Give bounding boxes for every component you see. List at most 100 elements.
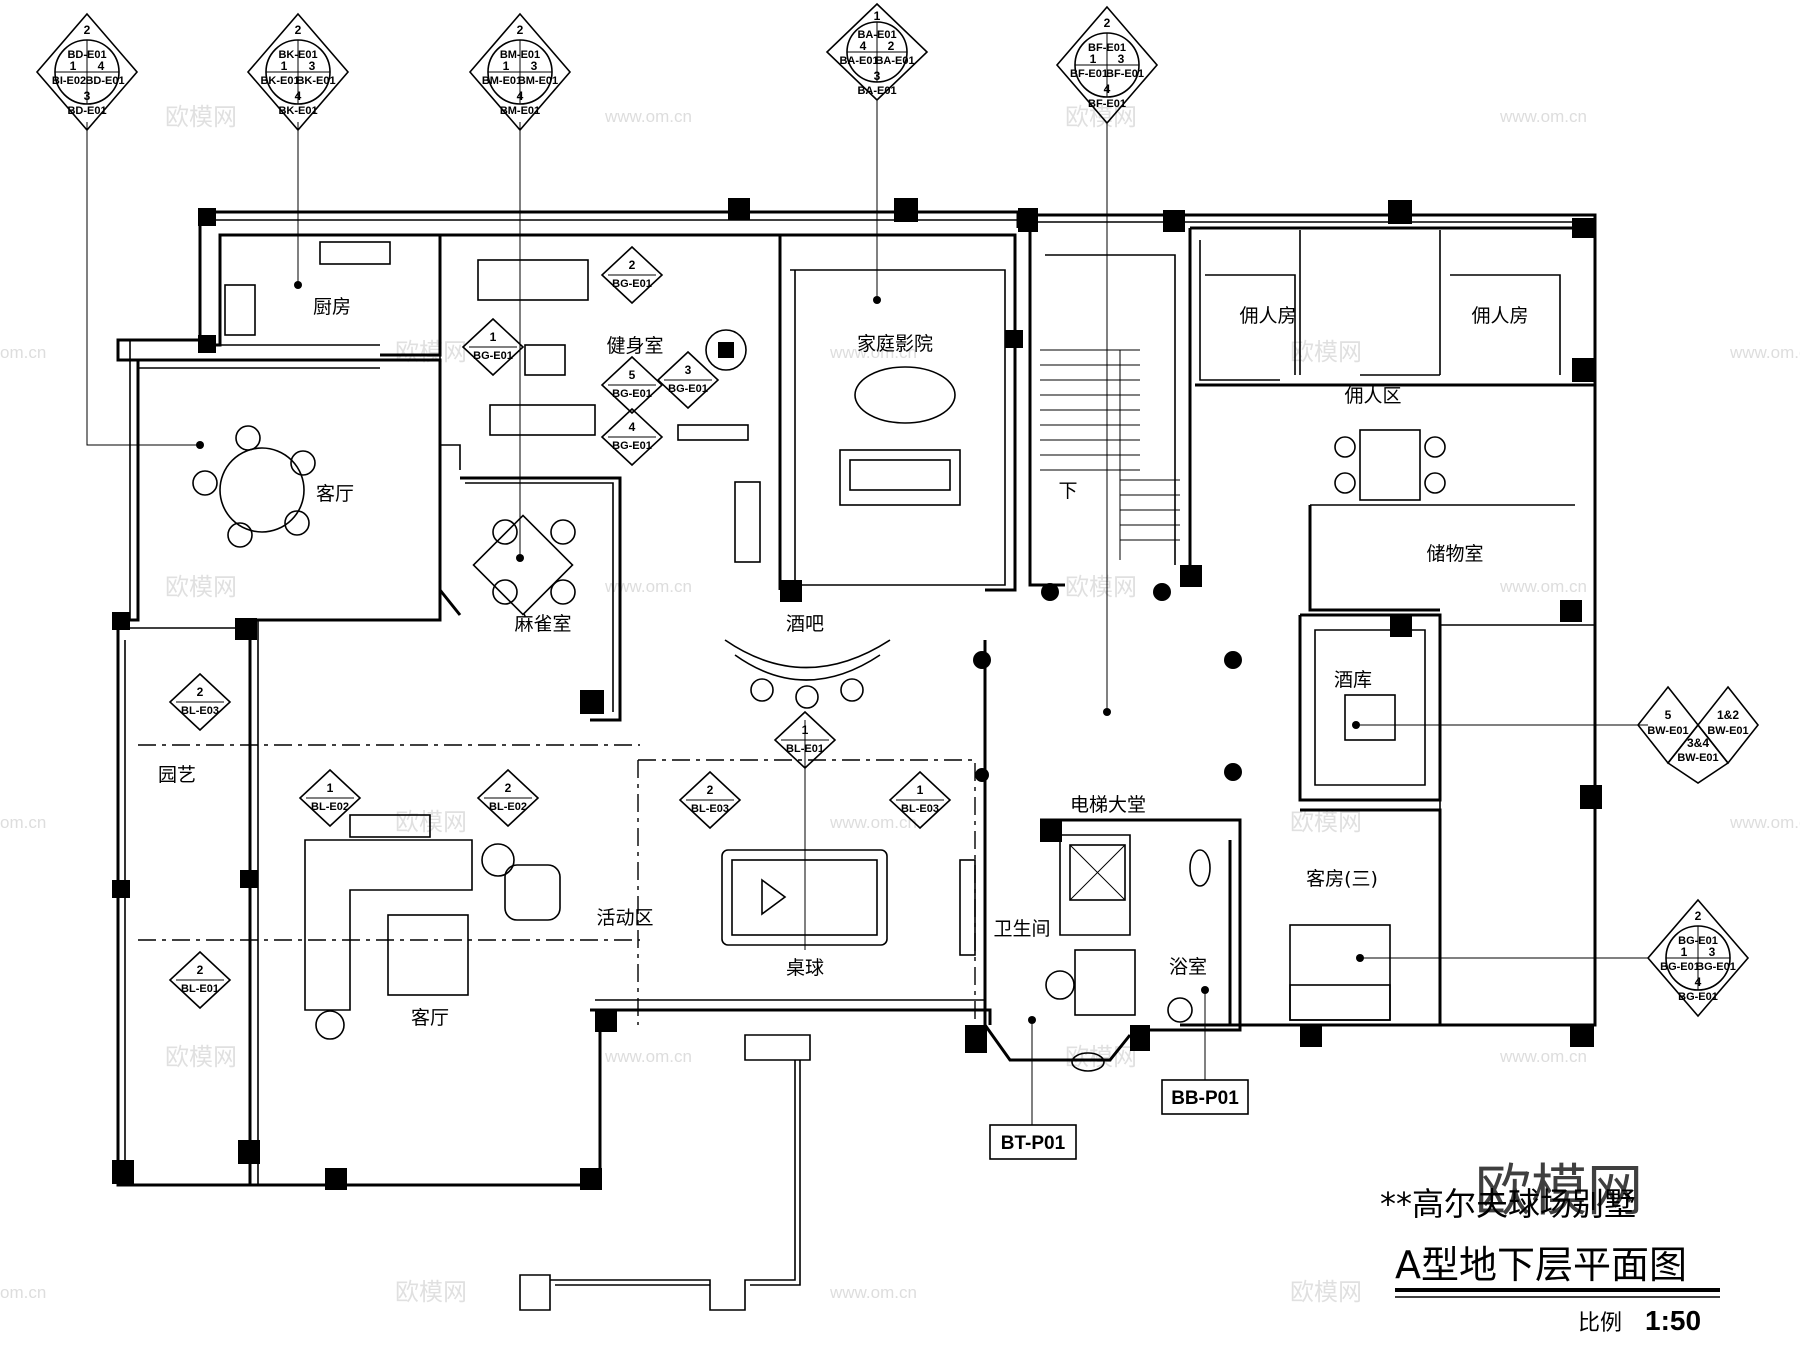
room-label-gym: 健身室 — [606, 335, 663, 357]
elevation-marker-single: 2 BL-E02 — [476, 768, 540, 828]
scale-value: 1:50 — [1645, 1305, 1701, 1336]
svg-text:3: 3 — [685, 363, 692, 377]
elevation-marker-single: 2 BL-E01 — [168, 950, 232, 1010]
svg-text:3: 3 — [531, 59, 538, 73]
svg-text:1: 1 — [327, 781, 334, 795]
svg-text:5: 5 — [629, 368, 636, 382]
elevation-marker-ba: 1 BA-E01 4 BA-E01 2 BA-E01 3 BA-E01 — [825, 2, 929, 102]
svg-text:1: 1 — [1681, 945, 1688, 959]
svg-text:BW-E01: BW-E01 — [1677, 752, 1718, 764]
svg-text:3: 3 — [874, 69, 881, 83]
svg-text:BA-E01: BA-E01 — [857, 85, 896, 97]
svg-text:1: 1 — [917, 783, 924, 797]
svg-text:3: 3 — [1709, 945, 1716, 959]
svg-text:BK-E01: BK-E01 — [296, 75, 335, 87]
room-label-bar: 酒吧 — [786, 613, 824, 635]
svg-text:BF-E01: BF-E01 — [1088, 42, 1126, 54]
elevation-marker-bg-guest: 2 BG-E01 1 BG-E01 3 BG-E01 4 BG-E01 — [1646, 898, 1750, 1018]
watermark-logo: 欧模网 — [395, 808, 467, 836]
watermark-logo: 欧模网 — [165, 1043, 237, 1071]
watermark-url: www.om.cn — [1499, 577, 1587, 596]
structural-columns — [112, 198, 1602, 1190]
svg-text:4: 4 — [1104, 82, 1111, 96]
svg-text:BF-E01: BF-E01 — [1070, 68, 1108, 80]
room-label-kitchen: 厨房 — [313, 296, 351, 318]
elevation-marker-bm: 2 BM-E01 1 BM-E01 3 BM-E01 4 BM-E01 — [468, 12, 572, 132]
svg-text:1: 1 — [490, 330, 497, 344]
svg-text:5: 5 — [1665, 708, 1672, 722]
svg-text:BL-E03: BL-E03 — [901, 803, 939, 815]
watermark-url: www.om.cn — [604, 577, 692, 596]
svg-text:2: 2 — [629, 258, 636, 272]
elevation-marker-bw: 5 BW-E01 1&2 BW-E01 3&4 BW-E01 — [1636, 685, 1760, 784]
svg-text:4: 4 — [1695, 975, 1702, 989]
elevation-marker-single: 5 BG-E01 — [600, 355, 664, 415]
svg-text:4: 4 — [98, 59, 105, 73]
svg-text:2: 2 — [707, 783, 714, 797]
svg-text:BK-E01: BK-E01 — [260, 75, 299, 87]
svg-text:BI-E02: BI-E02 — [52, 75, 86, 87]
watermark-url: www.om.cn — [829, 343, 917, 362]
elevation-marker-single: 2 BL-E03 — [678, 770, 742, 830]
room-label-servant-room-right: 佣人房 — [1471, 305, 1528, 327]
svg-text:BG-E01: BG-E01 — [612, 278, 652, 290]
room-label-storage: 储物室 — [1426, 543, 1483, 565]
svg-text:BD-E01: BD-E01 — [85, 75, 124, 87]
svg-text:4: 4 — [295, 89, 302, 103]
room-label-living-room-upper: 客厅 — [316, 483, 354, 505]
svg-text:4: 4 — [629, 420, 636, 434]
svg-text:BM-E01: BM-E01 — [482, 75, 522, 87]
svg-text:BW-E01: BW-E01 — [1707, 725, 1748, 737]
svg-text:4: 4 — [860, 39, 867, 53]
watermark-url: www.om.cn — [1499, 1047, 1587, 1066]
svg-text:BG-E01: BG-E01 — [1678, 991, 1718, 1003]
watermark-url: www.om.cn — [1729, 343, 1800, 362]
svg-text:BL-E02: BL-E02 — [489, 801, 527, 813]
svg-text:BG-E01: BG-E01 — [612, 440, 652, 452]
svg-text:2: 2 — [197, 963, 204, 977]
svg-text:BG-E01: BG-E01 — [1660, 961, 1700, 973]
svg-text:2: 2 — [517, 23, 524, 37]
watermark-logo: 欧模网 — [165, 103, 237, 131]
svg-text:3: 3 — [1118, 52, 1125, 66]
svg-text:BL-E02: BL-E02 — [311, 801, 349, 813]
svg-text:BG-E01: BG-E01 — [1678, 935, 1718, 947]
svg-text:2: 2 — [197, 685, 204, 699]
svg-text:1: 1 — [281, 59, 288, 73]
watermark-url: www.om.cn — [604, 107, 692, 126]
room-label-activity-area: 活动区 — [596, 907, 653, 929]
svg-text:1: 1 — [802, 723, 809, 737]
svg-text:2: 2 — [84, 23, 91, 37]
watermark-url: om.cn — [0, 1283, 46, 1302]
room-label-restroom: 卫生间 — [993, 918, 1050, 940]
watermark-url: om.cn — [0, 813, 46, 832]
scale-label: 比例 — [1578, 1311, 1622, 1336]
svg-text:1&2: 1&2 — [1717, 708, 1739, 722]
callout-bb-p01: BB-P01 — [1171, 1088, 1239, 1109]
room-label-mahjong: 麻雀室 — [514, 613, 571, 635]
svg-text:BW-E01: BW-E01 — [1647, 725, 1688, 737]
svg-text:3: 3 — [309, 59, 316, 73]
elevation-marker-bk: 2 BK-E01 1 BK-E01 3 BK-E01 4 BK-E01 — [246, 12, 350, 132]
svg-text:BL-E01: BL-E01 — [786, 743, 824, 755]
svg-text:BA-E01: BA-E01 — [857, 29, 896, 41]
svg-text:BG-E01: BG-E01 — [668, 383, 708, 395]
watermark-logo: 欧模网 — [1065, 573, 1137, 601]
watermark-url: www.om.cn — [829, 813, 917, 832]
watermark-layer: 欧模网 www.om.cn 欧模网 www.om.cn om.cn 欧模网 ww… — [0, 103, 1800, 1306]
svg-text:BA-E01: BA-E01 — [875, 55, 914, 67]
room-label-servant-area: 佣人区 — [1344, 385, 1401, 407]
svg-text:3: 3 — [84, 89, 91, 103]
elevation-marker-single: 1 BL-E02 — [298, 768, 362, 828]
room-label-elevator-hall: 电梯大堂 — [1070, 794, 1146, 816]
svg-text:BG-E01: BG-E01 — [612, 388, 652, 400]
watermark-logo: 欧模网 — [395, 1278, 467, 1306]
leader-lines — [86, 100, 1648, 1125]
watermark-logo: 欧模网 — [1290, 338, 1362, 366]
svg-text:BM-E01: BM-E01 — [500, 105, 540, 117]
svg-text:1: 1 — [1090, 52, 1097, 66]
svg-text:BL-E03: BL-E03 — [181, 705, 219, 717]
drawing-title-project: **高尔夫球场别墅 — [1380, 1185, 1636, 1223]
watermark-url: www.om.cn — [829, 1283, 917, 1302]
single-markers: 2 BG-E01 1 BG-E01 5 BG-E01 3 BG-E01 4 BG… — [168, 245, 952, 1010]
